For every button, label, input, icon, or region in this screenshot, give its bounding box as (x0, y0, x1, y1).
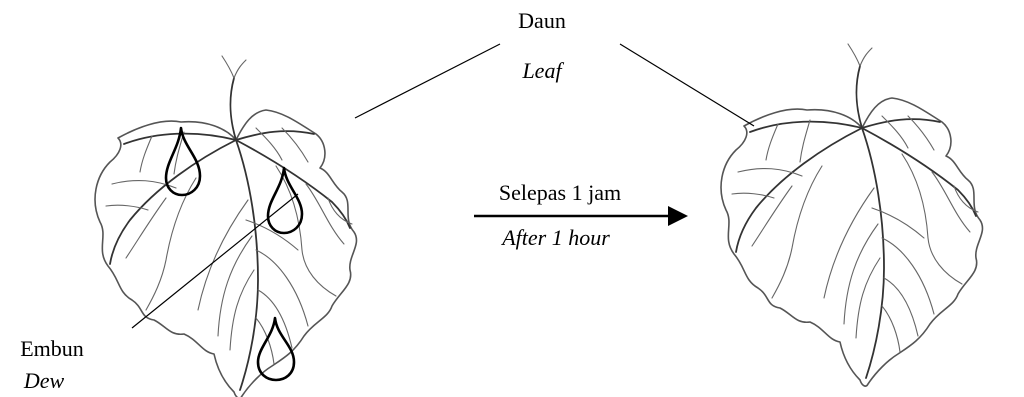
dew-label-english: Dew (23, 368, 65, 393)
time-label-english: After 1 hour (500, 225, 610, 250)
leaf-leader-right (619, 43, 755, 127)
time-label-malay: Selepas 1 jam (499, 180, 621, 205)
dew-drop-3 (256, 316, 296, 382)
leaf-label-malay: Daun (518, 8, 566, 33)
leaf-right (720, 43, 984, 387)
dew-label-malay: Embun (20, 336, 84, 361)
leaf-left (94, 55, 358, 397)
leaf-leader-left (354, 43, 501, 119)
dew-drop-1 (164, 126, 202, 197)
dew-drop-2 (266, 166, 304, 235)
arrowhead (668, 206, 688, 226)
dew-leader (131, 193, 299, 329)
leaf-label-english: Leaf (521, 58, 564, 83)
